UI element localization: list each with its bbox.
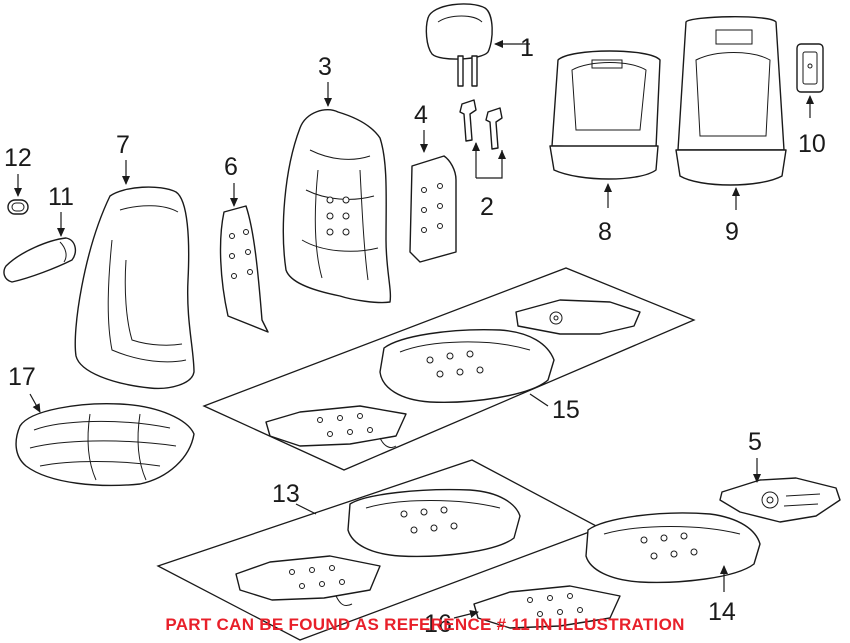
callout-5: 5	[748, 428, 762, 456]
leader-line-16	[453, 610, 479, 619]
callout-11: 11	[48, 183, 74, 211]
callout-6: 6	[224, 153, 238, 181]
callout-13: 13	[272, 480, 300, 508]
callout-2: 2	[480, 193, 494, 221]
leader-line-13	[295, 503, 317, 515]
callout-1: 1	[520, 34, 534, 62]
callout-17: 17	[8, 363, 36, 391]
callout-12: 12	[4, 144, 32, 172]
seat-switch-part	[796, 43, 824, 93]
callout-14: 14	[708, 598, 736, 626]
grommet-part	[7, 199, 29, 215]
seatback-frame-part	[675, 16, 787, 186]
part-reference-note: PART CAN BE FOUND AS REFERENCE # 11 IN I…	[165, 615, 685, 634]
seatback-panel-part	[549, 50, 661, 180]
callout-16: 16	[424, 610, 452, 638]
seat-heater-module-part	[719, 477, 841, 523]
callout-9: 9	[725, 218, 739, 246]
callout-4: 4	[414, 101, 428, 129]
callout-15: 15	[552, 396, 580, 424]
seatback-heater-part	[409, 155, 457, 263]
seatback-cushion-part	[282, 109, 392, 304]
seatback-heater-mat-part	[219, 205, 269, 333]
seatback-cover-part	[74, 186, 195, 390]
headrest-part	[425, 3, 493, 87]
seat-cushion-kit-tray	[202, 267, 696, 471]
seat-cushion-part	[585, 512, 761, 584]
upper-heater-mat	[265, 405, 407, 449]
headrest-guides-part	[459, 99, 503, 150]
armrest-cap-part	[3, 237, 77, 283]
callout-8: 8	[598, 218, 612, 246]
callout-10: 10	[798, 130, 826, 158]
leader-line-17	[29, 393, 41, 413]
upper-heater-module	[515, 299, 641, 335]
seat-cushion-cover-part	[15, 403, 195, 487]
leader-line-15	[529, 393, 549, 407]
lower-seat-cushion	[347, 488, 521, 558]
seat-cushion-heater-part	[473, 585, 621, 629]
callout-7: 7	[116, 131, 130, 159]
upper-seat-cushion	[379, 328, 555, 403]
callout-3: 3	[318, 53, 332, 81]
lower-heater-mat	[235, 555, 381, 607]
